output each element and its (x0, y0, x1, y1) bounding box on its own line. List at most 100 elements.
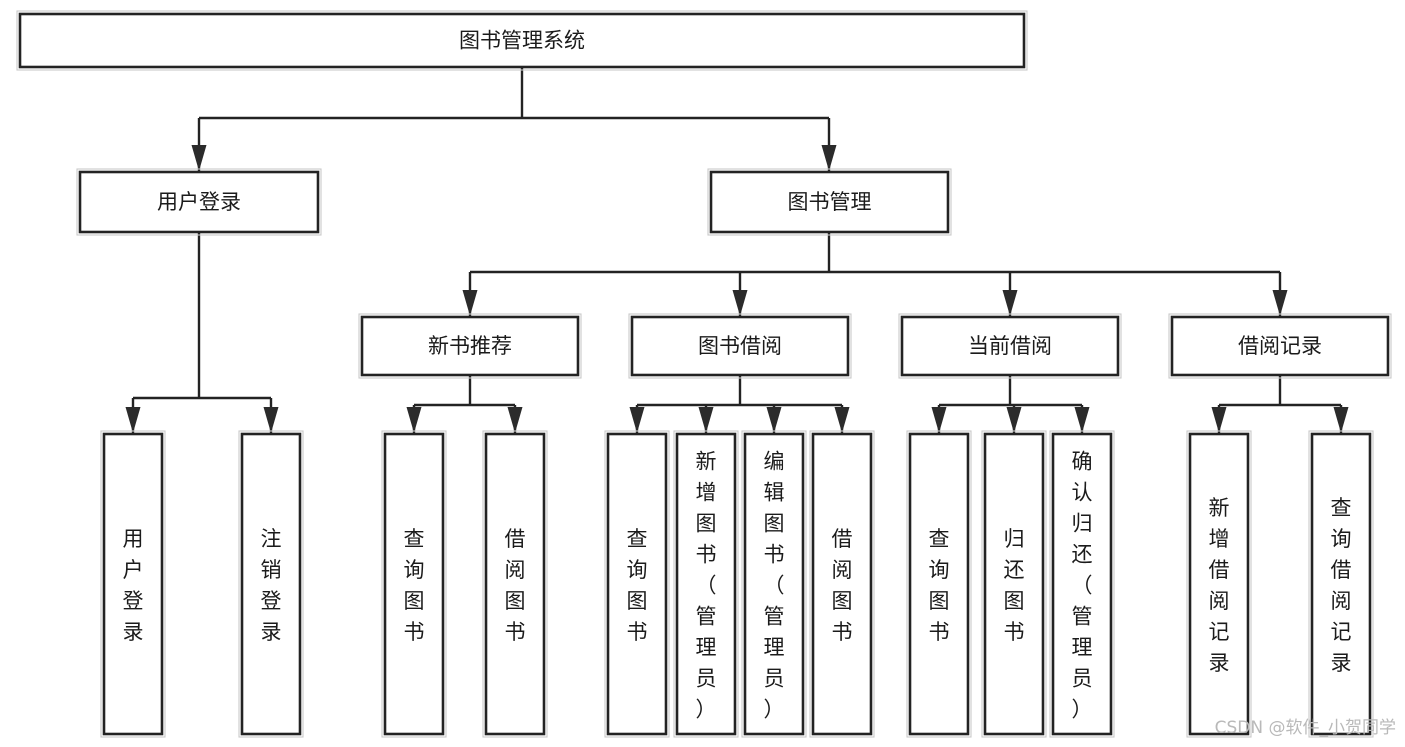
node-leaf-query-record[interactable]: 查询借阅记录 (1308, 430, 1374, 738)
node-shadow (981, 430, 1047, 738)
arrow-head-icon (931, 407, 947, 433)
arrow-head-icon (1211, 407, 1227, 433)
arrow-head-icon (191, 145, 207, 171)
node-rect[interactable] (983, 432, 1045, 736)
node-shadow (628, 313, 852, 379)
node-book-management[interactable]: 图书管理 (707, 168, 952, 236)
node-label: 当前借阅 (968, 334, 1052, 358)
node-shadow (898, 313, 1122, 379)
node-shadow (482, 430, 548, 738)
node-rect[interactable] (606, 432, 668, 736)
arrow-head-icon (1002, 290, 1018, 316)
paren-glyph: （ (764, 574, 785, 598)
paren-glyph: （ (1072, 574, 1093, 598)
node-shadow (809, 430, 875, 738)
node-shadow (707, 168, 952, 236)
node-leaf-edit-book[interactable]: 编辑图书（管理员） (741, 430, 807, 738)
node-label: 图书管理 (788, 190, 872, 214)
node-leaf-query-book-rec[interactable]: 查询图书 (381, 430, 447, 738)
node-leaf-add-book[interactable]: 新增图书（管理员） (673, 430, 739, 738)
connector-root-to-level2 (191, 67, 837, 171)
node-rect[interactable] (743, 432, 805, 736)
arrow-head-icon (1272, 290, 1288, 316)
node-rect[interactable] (709, 170, 950, 234)
node-shadow (1186, 430, 1252, 738)
node-label: 借阅图书 (832, 527, 853, 644)
node-rect[interactable] (1188, 432, 1250, 736)
node-label: 借阅记录 (1238, 334, 1322, 358)
node-label: 注销登录 (261, 527, 282, 644)
node-leaf-return-book[interactable]: 归还图书 (981, 430, 1047, 738)
connector-current-to-leaves (931, 375, 1090, 433)
node-label: 新增借阅记录 (1209, 496, 1230, 675)
node-label: 借阅图书 (505, 527, 526, 644)
node-label: 查询图书 (929, 527, 950, 644)
node-rect[interactable] (675, 432, 737, 736)
node-user-login[interactable]: 用户登录 (76, 168, 322, 236)
node-leaf-query-book-current[interactable]: 查询图书 (906, 430, 972, 738)
node-rect[interactable] (360, 315, 580, 377)
node-book-borrow[interactable]: 图书借阅 (628, 313, 852, 379)
connector-record-to-leaves (1211, 375, 1349, 433)
node-label: 查询图书 (627, 527, 648, 644)
node-leaf-query-book-borrow[interactable]: 查询图书 (604, 430, 670, 738)
node-shadow (358, 313, 582, 379)
arrow-head-icon (1074, 407, 1090, 433)
node-rect[interactable] (78, 170, 320, 234)
node-shadow (741, 430, 807, 738)
node-leaf-logout[interactable]: 注销登录 (238, 430, 304, 738)
node-rect[interactable] (1170, 315, 1390, 377)
arrow-head-icon (834, 407, 850, 433)
node-shadow (381, 430, 447, 738)
node-label: 用户登录 (123, 527, 144, 644)
node-rect[interactable] (900, 315, 1120, 377)
node-rect[interactable] (1310, 432, 1372, 736)
node-label: 新增图书（管理员） (696, 450, 717, 722)
node-leaf-add-record[interactable]: 新增借阅记录 (1186, 430, 1252, 738)
paren-glyph: ） (764, 698, 785, 722)
node-current-borrow[interactable]: 当前借阅 (898, 313, 1122, 379)
node-new-book-recommend[interactable]: 新书推荐 (358, 313, 582, 379)
arrow-head-icon (766, 407, 782, 433)
node-rect[interactable] (102, 432, 164, 736)
node-label: 查询借阅记录 (1331, 496, 1352, 675)
node-root[interactable]: 图书管理系统 (16, 10, 1028, 71)
connector-userlogin-to-leaves (125, 232, 279, 433)
node-label: 图书管理系统 (459, 29, 585, 53)
node-rect[interactable] (1051, 432, 1113, 736)
arrow-head-icon (263, 407, 279, 433)
arrow-head-icon (507, 407, 523, 433)
node-rect[interactable] (630, 315, 850, 377)
node-leaf-user-login[interactable]: 用户登录 (100, 430, 166, 738)
node-rect[interactable] (240, 432, 302, 736)
paren-glyph: ） (696, 698, 717, 722)
node-leaf-borrow-book[interactable]: 借阅图书 (809, 430, 875, 738)
node-rect[interactable] (18, 12, 1026, 69)
node-label: 确认归还（管理员） (1072, 450, 1093, 722)
node-label: 新书推荐 (428, 334, 512, 358)
node-leaf-borrow-book-rec[interactable]: 借阅图书 (482, 430, 548, 738)
node-rect[interactable] (383, 432, 445, 736)
paren-glyph: ） (1072, 698, 1093, 722)
node-shadow (16, 10, 1028, 71)
node-rect[interactable] (811, 432, 873, 736)
node-label: 用户登录 (157, 190, 241, 214)
node-borrow-record[interactable]: 借阅记录 (1168, 313, 1392, 379)
node-shadow (906, 430, 972, 738)
node-rect[interactable] (908, 432, 970, 736)
watermark-layer: CSDN @软件_小贺同学 (1215, 718, 1396, 738)
arrow-head-icon (821, 145, 837, 171)
node-shadow (604, 430, 670, 738)
node-shadow (238, 430, 304, 738)
node-label: 查询图书 (404, 527, 425, 644)
node-leaf-confirm-return[interactable]: 确认归还（管理员） (1049, 430, 1115, 738)
node-rect[interactable] (484, 432, 546, 736)
arrow-head-icon (629, 407, 645, 433)
connector-layer (125, 67, 1349, 433)
csdn-watermark: CSDN @软件_小贺同学 (1215, 718, 1396, 738)
node-shadow (1049, 430, 1115, 738)
node-label: 归还图书 (1004, 527, 1025, 644)
arrow-head-icon (698, 407, 714, 433)
